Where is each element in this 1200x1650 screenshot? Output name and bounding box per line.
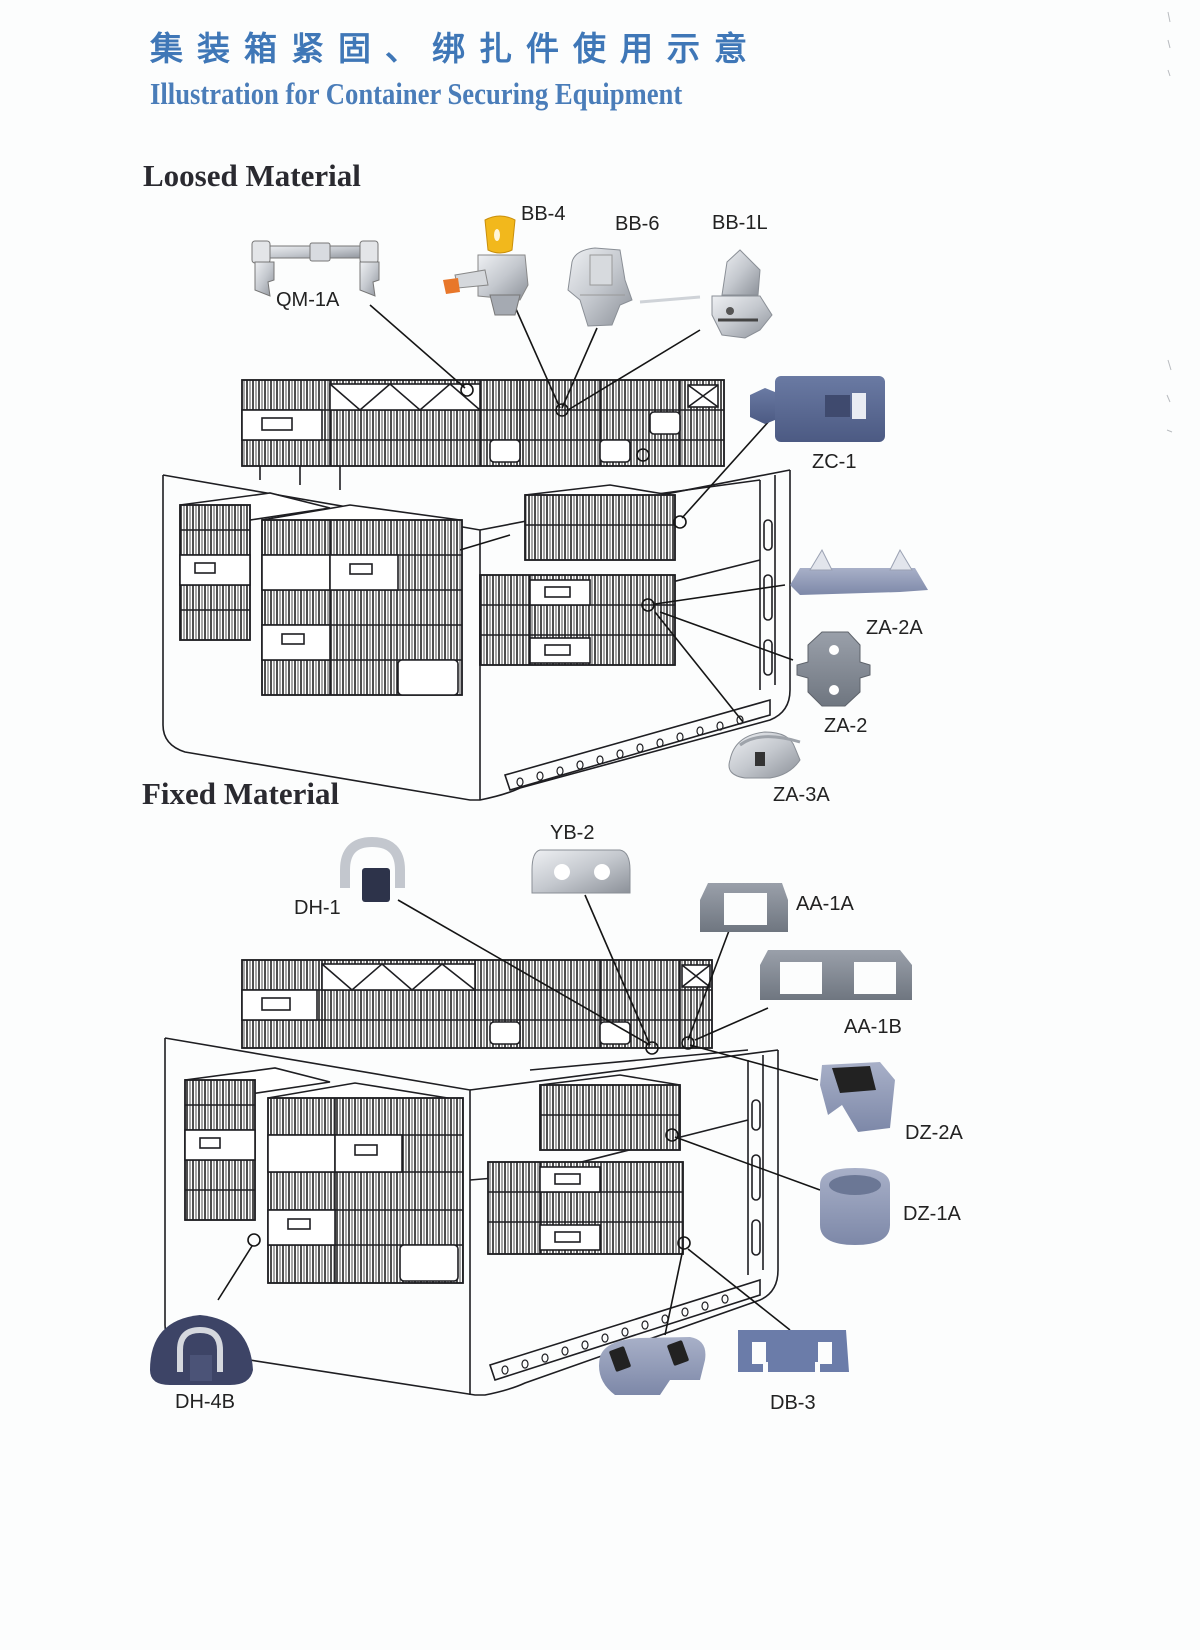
part-aa-1b	[760, 950, 912, 1000]
label-za-2a: ZA-2A	[866, 617, 923, 639]
part-dh-4b	[150, 1315, 253, 1385]
hull-rail-holes	[516, 715, 744, 787]
hull-rail-holes	[501, 1294, 729, 1375]
ship-hold-diagram-loosed	[162, 379, 791, 801]
label-za-3a: ZA-3A	[773, 784, 830, 806]
leader-lines-fixed	[217, 894, 821, 1336]
section-title-loosed: Loosed Material	[143, 158, 361, 193]
label-za-2: ZA-2	[824, 715, 868, 737]
label-dz-2a: DZ-2A	[905, 1122, 963, 1144]
part-bb-4	[443, 215, 529, 316]
part-za-2a	[790, 548, 928, 595]
part-bb-6	[567, 247, 633, 327]
part-za-2	[796, 631, 871, 707]
part-yb-2	[531, 849, 631, 894]
label-bb-1l: BB-1L	[712, 212, 768, 234]
part-zc-1	[750, 376, 885, 442]
part-dz-1a	[820, 1168, 890, 1245]
part-db-3	[738, 1330, 849, 1372]
section-title-fixed: Fixed Material	[142, 776, 340, 811]
label-db-3: DB-3	[770, 1392, 816, 1414]
label-yb-2: YB-2	[550, 822, 595, 844]
page-title-chinese: 集装箱紧固、绑扎件使用示意	[150, 29, 761, 68]
part-qm-1a	[251, 240, 380, 297]
part-db-3-socket	[599, 1337, 706, 1395]
scan-edge-marks	[1166, 11, 1173, 433]
label-qm-1a: QM-1A	[276, 289, 340, 311]
label-aa-1a: AA-1A	[796, 893, 854, 915]
label-dz-1a: DZ-1A	[903, 1203, 961, 1225]
part-za-3a	[728, 731, 801, 779]
label-zc-1: ZC-1	[812, 451, 857, 473]
part-bb-1l	[639, 249, 773, 339]
label-dh-1: DH-1	[294, 897, 341, 919]
part-dz-2a	[820, 1062, 895, 1132]
part-aa-1a	[700, 883, 788, 932]
label-bb-4: BB-4	[521, 203, 566, 225]
label-aa-1b: AA-1B	[844, 1016, 902, 1038]
page-title-english: Illustration for Container Securing Equi…	[150, 76, 683, 111]
label-dh-4b: DH-4B	[175, 1391, 236, 1413]
ship-hold-diagram-fixed	[164, 959, 779, 1396]
label-bb-6: BB-6	[615, 213, 660, 235]
leader-lines-loosed	[369, 299, 794, 723]
part-dh-1	[340, 836, 405, 902]
